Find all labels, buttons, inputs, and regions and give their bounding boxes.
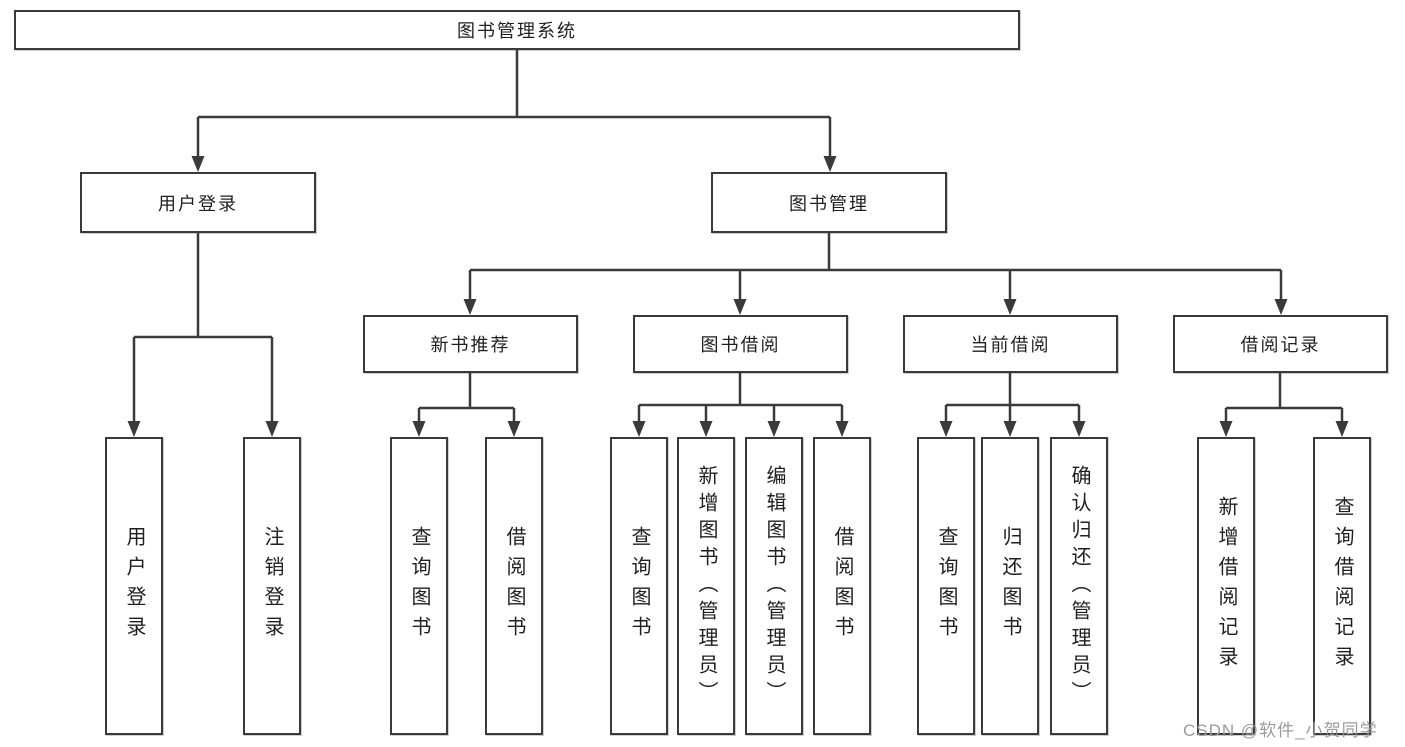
node-label: 用户登录: [158, 193, 238, 214]
node-label: 图书管理系统: [457, 21, 577, 41]
node-label: 用户登录: [123, 526, 145, 646]
node-user-login: 用户登录: [80, 172, 316, 233]
tree-edges: [132, 50, 1344, 423]
leaf-user-login: 用户登录: [105, 437, 163, 735]
node-book-management: 图书管理: [711, 172, 947, 233]
node-label: 图书借阅: [700, 335, 781, 355]
node-label: 借阅记录: [1240, 335, 1321, 355]
leaf-borrow-books-recommend: 借阅图书: [485, 437, 543, 735]
node-label: 新增借阅记录: [1215, 496, 1237, 676]
node-new-book-recommend: 新书推荐: [363, 315, 578, 373]
leaf-search-borrow-record: 查询借阅记录: [1313, 437, 1371, 735]
csdn-watermark: CSDN @软件_小贺同学: [1183, 721, 1378, 740]
leaf-borrow-books: 借阅图书: [813, 437, 871, 735]
leaf-edit-books-admin: 编辑图书（管理员）: [745, 437, 803, 735]
node-label: 查询图书: [408, 526, 430, 646]
arrowhead-icons: [127, 156, 1349, 437]
node-current-borrowing: 当前借阅: [903, 315, 1118, 373]
leaf-search-books-recommend: 查询图书: [390, 437, 448, 735]
node-label: 查询图书: [935, 526, 957, 646]
node-label: 新书推荐: [430, 335, 511, 355]
leaf-add-borrow-record: 新增借阅记录: [1197, 437, 1255, 735]
node-label: 借阅图书: [503, 526, 525, 646]
node-label: 查询图书: [628, 526, 650, 646]
leaf-return-books: 归还图书: [981, 437, 1039, 735]
leaf-confirm-return-admin: 确认归还（管理员）: [1050, 437, 1108, 735]
node-borrow-records: 借阅记录: [1173, 315, 1388, 373]
node-label: 注销登录: [261, 526, 283, 646]
node-library-system: 图书管理系统: [14, 10, 1020, 50]
node-label: 确认归还（管理员）: [1068, 464, 1090, 708]
node-label: 编辑图书（管理员）: [763, 464, 785, 708]
node-label: 借阅图书: [831, 526, 853, 646]
node-label: 当前借阅: [970, 335, 1051, 355]
node-book-borrowing: 图书借阅: [633, 315, 848, 373]
leaf-logout: 注销登录: [243, 437, 301, 735]
leaf-add-books-admin: 新增图书（管理员）: [677, 437, 735, 735]
leaf-search-books-borrowing: 查询图书: [610, 437, 668, 735]
node-label: 查询借阅记录: [1331, 496, 1353, 676]
leaf-search-books-current: 查询图书: [917, 437, 975, 735]
node-label: 图书管理: [789, 193, 869, 214]
node-label: 归还图书: [999, 526, 1021, 646]
node-label: 新增图书（管理员）: [695, 464, 717, 708]
